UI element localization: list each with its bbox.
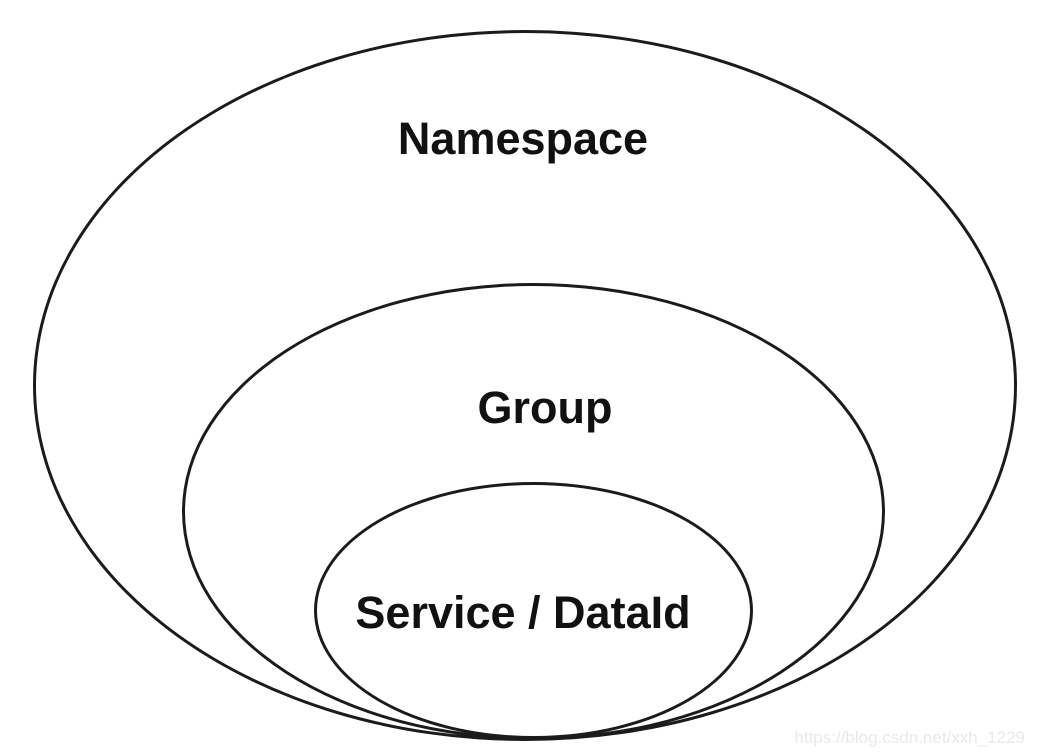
service-dataid-ellipse <box>314 482 753 739</box>
service-dataid-label: Service / DataId <box>355 587 691 638</box>
namespace-label: Namespace <box>397 113 649 164</box>
watermark-text: https://blog.csdn.net/xxh_1229 <box>794 728 1025 747</box>
group-label: Group <box>477 382 613 433</box>
